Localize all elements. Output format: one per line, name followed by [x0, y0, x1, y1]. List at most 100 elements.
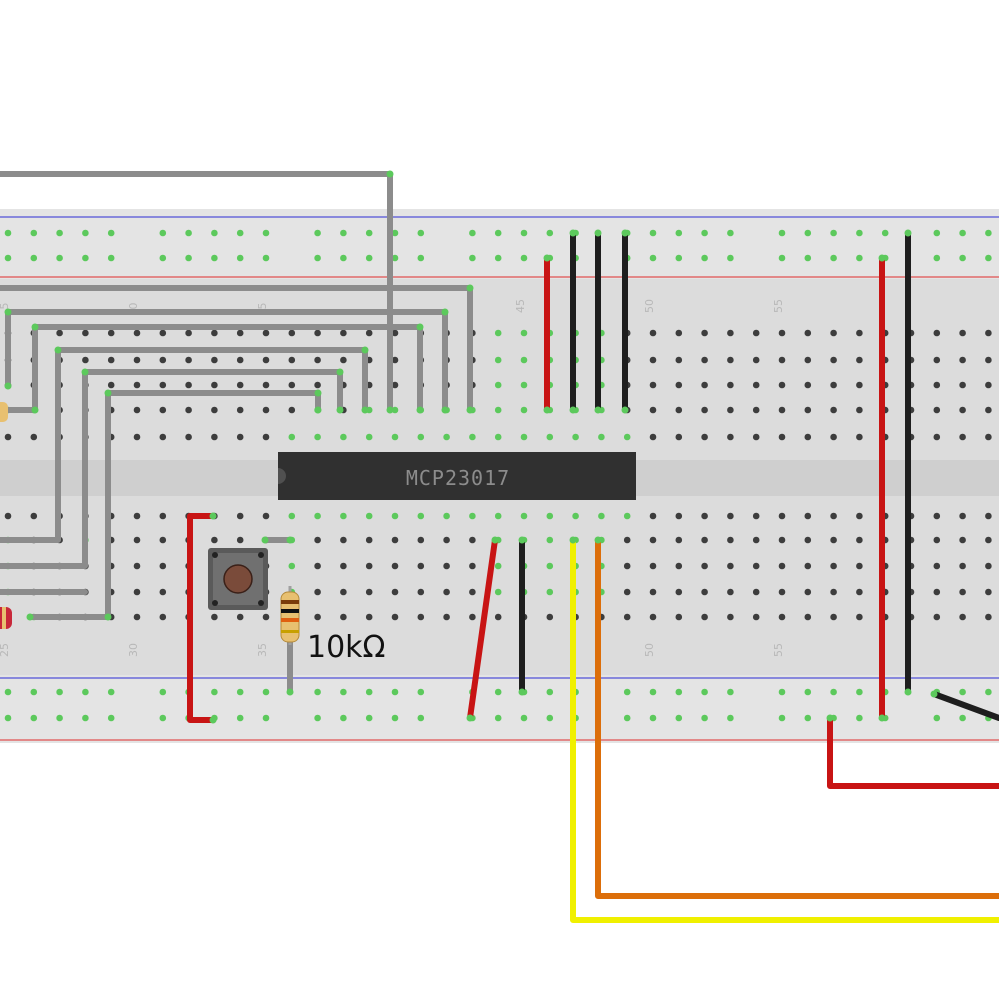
breadboard-hole: [56, 329, 63, 337]
breadboard-hole: [211, 406, 218, 414]
breadboard-hole: [262, 433, 270, 441]
rail-hole: [211, 229, 218, 237]
rail-hole: [804, 254, 812, 262]
breadboard-hole: [830, 512, 837, 520]
breadboard-hole: [933, 356, 941, 364]
breadboard-hole: [133, 406, 141, 414]
breadboard-hole: [959, 356, 966, 364]
breadboard-hole: [598, 512, 605, 520]
breadboard-hole: [959, 329, 966, 337]
breadboard-hole: [804, 406, 812, 414]
breadboard-hole: [443, 562, 450, 570]
breadboard-hole: [236, 356, 244, 364]
breadboard-hole: [494, 329, 502, 337]
i2c-wires: [570, 537, 999, 923]
wire-end: [466, 284, 474, 292]
wire-end: [441, 406, 449, 414]
rail-hole: [82, 714, 89, 722]
wire-end: [81, 368, 89, 376]
wire-end: [386, 406, 394, 414]
breadboard-hole: [778, 562, 786, 570]
breadboard-hole: [185, 329, 192, 337]
wire-end: [543, 254, 551, 262]
breadboard-hole: [391, 356, 399, 364]
rail-hole: [159, 714, 167, 722]
breadboard-hole: [933, 329, 941, 337]
red-wire-button-bracket: [187, 513, 216, 723]
rail-hole: [778, 688, 786, 696]
breadboard-hole: [649, 329, 657, 337]
breadboard-hole: [623, 562, 631, 570]
breadboard-hole: [469, 588, 476, 596]
rail-hole: [856, 688, 863, 696]
top-column-number: 5: [0, 303, 11, 310]
breadboard-hole: [649, 433, 657, 441]
pushbutton-pin: [212, 600, 218, 606]
top-column-number: 45: [514, 299, 527, 313]
rail-hole: [4, 688, 12, 696]
breadboard-hole: [830, 536, 837, 544]
breadboard-hole: [959, 588, 966, 596]
black-wires: [519, 230, 999, 721]
orange-wire-scl: [595, 537, 999, 899]
breadboard-hole: [262, 381, 270, 389]
wire-end: [594, 229, 602, 237]
breadboard-hole: [133, 536, 141, 544]
wire-end: [336, 406, 344, 414]
wire-end: [543, 406, 551, 414]
breadboard-hole: [572, 512, 579, 520]
breadboard-hole: [520, 329, 528, 337]
bottom-column-number: 35: [256, 643, 269, 657]
breadboard-hole: [133, 356, 141, 364]
breadboard-hole: [727, 588, 734, 596]
breadboard-hole: [107, 381, 115, 389]
chip-label: MCP23017: [406, 466, 510, 490]
gray-wire-9: [0, 369, 88, 569]
breadboard-hole: [159, 588, 167, 596]
wire-end: [286, 688, 294, 696]
rail-hole: [56, 714, 63, 722]
breadboard-hole: [701, 562, 708, 570]
breadboard-hole: [778, 613, 786, 621]
wire-end: [416, 323, 424, 331]
breadboard-hole: [314, 512, 321, 520]
breadboard-hole: [675, 406, 683, 414]
edge-resistor-bottom-band: [2, 607, 6, 629]
rail-hole: [236, 714, 244, 722]
breadboard-hole: [649, 512, 657, 520]
wire-end: [904, 229, 912, 237]
breadboard-hole: [546, 613, 554, 621]
wire-end: [491, 536, 499, 544]
chip-notch: [278, 468, 286, 484]
breadboard-hole: [985, 381, 992, 389]
breadboard-hole: [985, 406, 992, 414]
rail-hole: [30, 688, 38, 696]
breadboard-hole: [675, 613, 683, 621]
edge-resistors: [0, 402, 12, 629]
resistor-band: [281, 630, 299, 633]
breadboard-hole: [288, 562, 296, 570]
rail-hole: [417, 714, 425, 722]
breadboard-hole: [752, 562, 760, 570]
breadboard-hole: [4, 512, 12, 520]
breadboard-hole: [778, 588, 786, 596]
breadboard-hole: [262, 406, 270, 414]
breadboard-hole: [288, 329, 296, 337]
breadboard-hole: [417, 562, 425, 570]
breadboard-hole: [133, 588, 141, 596]
rail-hole: [4, 229, 12, 237]
rail-hole: [933, 714, 941, 722]
rail-hole: [262, 688, 270, 696]
rail-hole: [804, 714, 812, 722]
breadboard-hole: [778, 433, 786, 441]
resistor-band: [281, 618, 299, 622]
rail-hole: [778, 229, 786, 237]
breadboard-hole: [133, 381, 141, 389]
rail-hole: [30, 229, 38, 237]
breadboard-hole: [933, 588, 941, 596]
rail-hole: [546, 714, 554, 722]
rail-hole: [314, 229, 321, 237]
rail-hole: [185, 229, 192, 237]
wire-end: [361, 346, 369, 354]
breadboard-hole: [340, 536, 347, 544]
